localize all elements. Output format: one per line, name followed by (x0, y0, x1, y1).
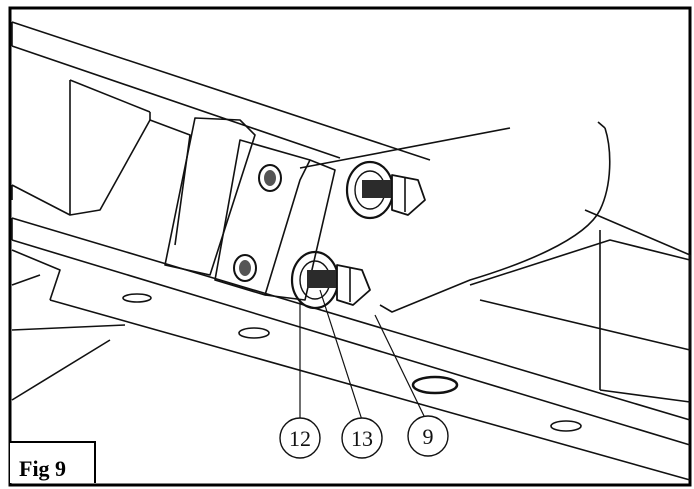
callout-9-label: 9 (423, 424, 434, 449)
machine-assembly (11, 21, 691, 481)
bottom-left-frame (11, 274, 126, 401)
callout-13-label: 13 (351, 426, 373, 451)
bracket-hole-lower (233, 254, 257, 282)
left-tapered-block (11, 80, 191, 246)
callout-13: 13 (341, 417, 383, 459)
drawing-frame (8, 6, 692, 487)
bracket-plate-side (264, 159, 336, 301)
vertical-plate (164, 117, 256, 276)
upper-bolt-assembly (345, 160, 426, 220)
rail-slot (411, 375, 459, 395)
lower-bolt-assembly (290, 250, 371, 310)
leader-line-13 (319, 289, 363, 421)
bracket-plate (214, 139, 311, 296)
rail-slot (550, 420, 582, 432)
rail-slot (238, 327, 270, 339)
right-beam (479, 209, 691, 403)
curved-arm-plate (299, 127, 611, 313)
upper-beam (11, 21, 431, 161)
right-beam-top (469, 239, 691, 286)
lower-rail (11, 217, 691, 481)
figure-label: Fig 9 (10, 441, 96, 483)
callout-12-label: 12 (289, 426, 311, 451)
leader-line-9 (374, 314, 426, 419)
lower-rail-edge (11, 218, 61, 301)
bracket-hole-upper (258, 164, 282, 192)
callout-9: 9 (407, 415, 449, 457)
left-block-face (69, 79, 151, 120)
callout-12: 12 (279, 417, 321, 459)
rail-slot (122, 293, 152, 303)
curved-arm-inner (597, 121, 606, 129)
